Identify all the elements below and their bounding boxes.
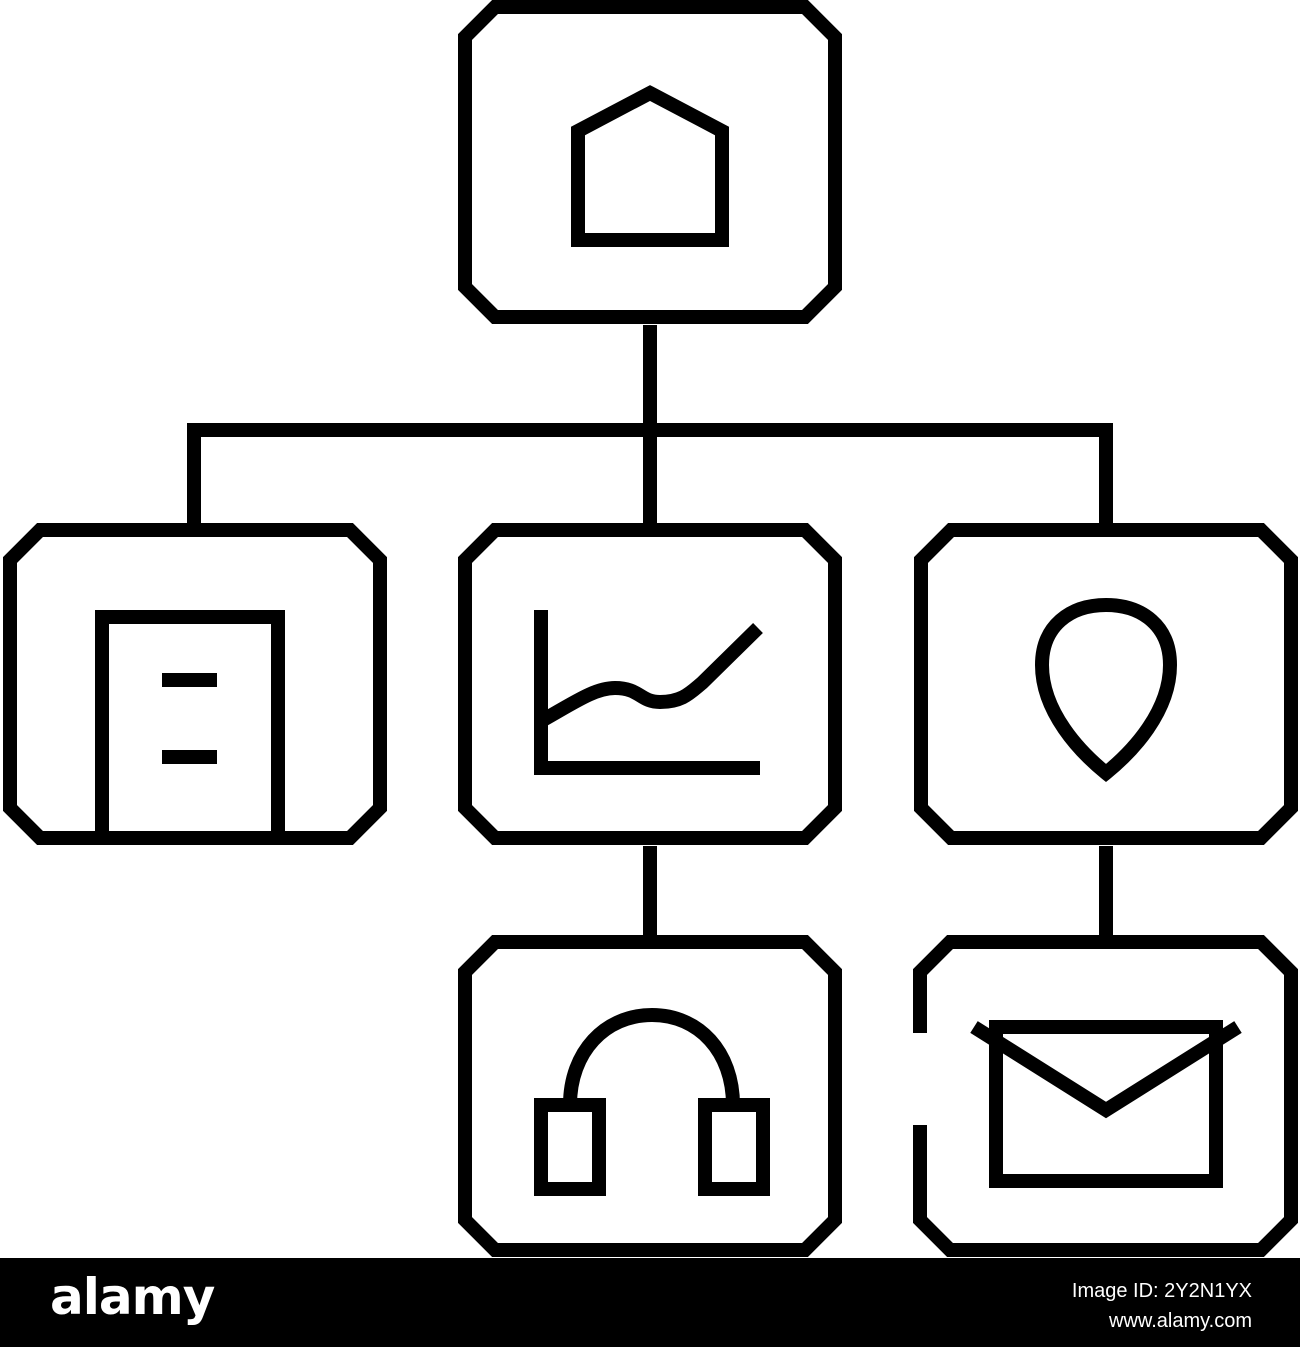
watermark-site-url: www.alamy.com [1109,1310,1252,1332]
location-pin-icon [1034,597,1178,782]
node-center-frame [458,523,842,845]
line-chart-icon [534,610,763,775]
house-icon [571,85,729,247]
node-right-frame [914,523,1298,845]
node-center [458,523,842,845]
node-left [3,523,387,845]
node-bottom-right-frame [913,935,1298,1257]
watermark-brand-logo: alamy [50,1268,215,1326]
node-root-frame [458,0,842,324]
watermark-meta: Image ID: 2Y2N1YX www.alamy.com [1072,1276,1252,1336]
node-bottom-center-frame [458,935,842,1257]
node-right [914,523,1298,845]
node-root [458,0,842,324]
building-icon [95,610,285,838]
hierarchy-diagram [3,0,1298,1257]
node-left-frame [3,523,387,845]
envelope-icon [970,1020,1242,1188]
connector-lines [187,325,1113,935]
node-bottom-center [458,935,842,1257]
headphones-icon [534,1007,770,1196]
node-bottom-right [913,935,1298,1257]
watermark-bar: alamy Image ID: 2Y2N1YX www.alamy.com [0,1258,1300,1347]
watermark-image-id: Image ID: 2Y2N1YX [1071,1280,1252,1302]
